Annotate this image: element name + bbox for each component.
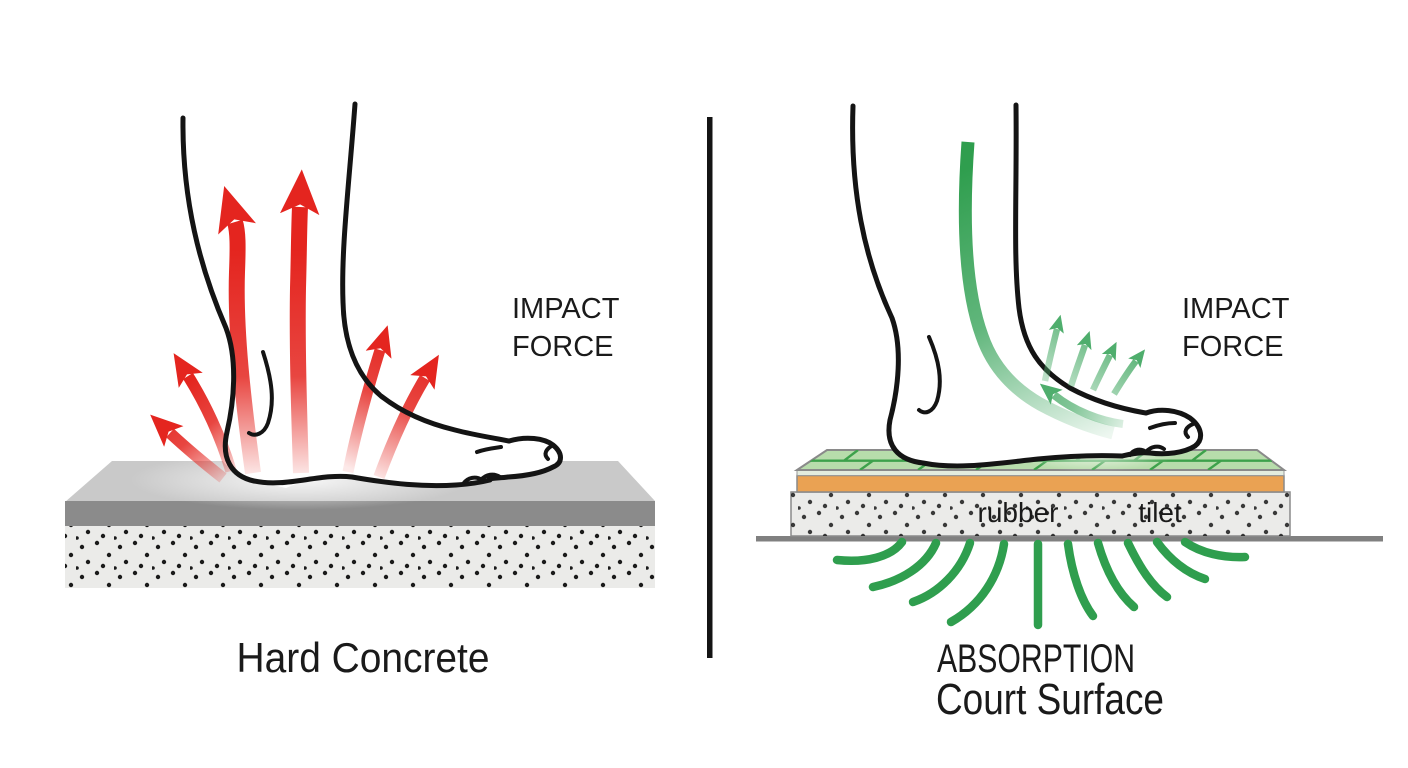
left-ankle-crease bbox=[247, 350, 274, 437]
rubber-layer-label: rubber bbox=[978, 497, 1059, 528]
absorption-curves bbox=[832, 537, 1250, 630]
red-arrow-upper-right bbox=[342, 325, 392, 474]
red-arrow-far-right bbox=[373, 354, 439, 480]
absorb-curve-r4 bbox=[1152, 537, 1210, 584]
green-arrow-3 bbox=[1090, 341, 1117, 392]
panel-divider-line bbox=[707, 117, 713, 658]
right-caption-court-surface: Court Surface bbox=[936, 675, 1164, 724]
right-foot-outline bbox=[850, 102, 1204, 469]
tile-layer-label: tilet bbox=[1138, 497, 1182, 528]
absorb-curve-l4 bbox=[832, 537, 907, 565]
court-surface-slab: rubber tilet bbox=[790, 449, 1291, 537]
right-toe-tip-curl bbox=[1183, 422, 1195, 439]
absorb-curve-r1 bbox=[1063, 539, 1098, 621]
right-ankle-crease bbox=[917, 335, 942, 415]
left-leg-back-contour bbox=[180, 115, 493, 489]
right-toe-nail-line bbox=[1148, 421, 1177, 430]
right-toe-pad-2 bbox=[1128, 447, 1148, 457]
red-arrow-lower-left bbox=[150, 414, 227, 483]
left-caption-hard-concrete: Hard Concrete bbox=[237, 634, 490, 681]
green-arrow-hook bbox=[1039, 383, 1124, 428]
left-leg-front-contour bbox=[340, 101, 512, 444]
concrete-slab-speckle-dots bbox=[65, 526, 655, 588]
left-panel-hard-concrete: IMPACT FORCE Hard Concrete bbox=[65, 101, 655, 681]
green-dissipation-arrows bbox=[1039, 314, 1146, 428]
right-caption-absorption: ABSORPTION bbox=[937, 637, 1135, 681]
right-big-toe bbox=[1119, 407, 1204, 459]
absorb-curve-l1 bbox=[946, 539, 1009, 627]
left-toe-nail-line bbox=[475, 445, 503, 454]
absorb-curve-l2 bbox=[908, 538, 975, 607]
absorb-curve-l3 bbox=[868, 538, 941, 592]
court-rubber-speckles bbox=[791, 492, 1290, 536]
right-leg-front-contour bbox=[1013, 102, 1149, 416]
ground-line bbox=[756, 536, 1383, 542]
red-arrow-big-right bbox=[279, 169, 320, 474]
absorb-curve-r5 bbox=[1180, 537, 1250, 562]
left-foot-outline bbox=[180, 101, 563, 489]
left-toe-pad-2 bbox=[461, 475, 484, 486]
green-arrow-1 bbox=[1041, 314, 1064, 382]
green-force-leg-stroke bbox=[958, 141, 1115, 440]
green-arrow-4 bbox=[1111, 349, 1146, 396]
right-panel-court-surface: rubber tilet IMPACT bbox=[756, 102, 1383, 724]
left-foot-fill bbox=[182, 104, 561, 488]
left-impact-force-line1: IMPACT bbox=[512, 293, 620, 325]
right-impact-force-line1: IMPACT bbox=[1182, 293, 1290, 325]
red-arrow-big-left bbox=[218, 185, 261, 475]
left-impact-force-line2: FORCE bbox=[512, 331, 614, 363]
right-impact-force-line2: FORCE bbox=[1182, 331, 1284, 363]
green-arrow-2 bbox=[1067, 331, 1092, 387]
red-impact-arrows bbox=[150, 169, 439, 483]
right-leg-back-contour bbox=[850, 103, 1125, 469]
left-toe-tip-curl bbox=[543, 443, 555, 461]
absorb-curve-r2 bbox=[1093, 538, 1139, 612]
absorb-curve-r3 bbox=[1123, 538, 1172, 602]
court-orange-layer bbox=[796, 474, 1285, 493]
